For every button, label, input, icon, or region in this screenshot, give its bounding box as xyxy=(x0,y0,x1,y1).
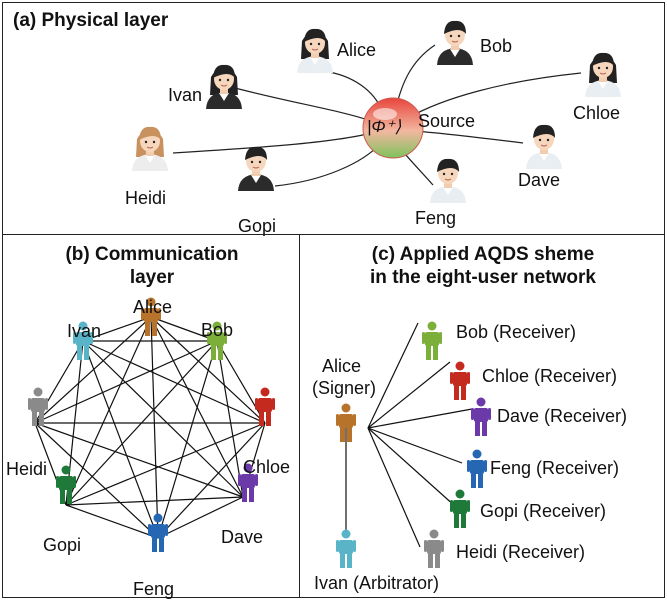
fiber-ivan xyxy=(234,87,372,122)
panel-a-title: (a) Physical layer xyxy=(13,10,169,31)
person-icon-receiver-gopi xyxy=(450,489,470,528)
communication-graph xyxy=(28,297,275,552)
person-icon-ivan xyxy=(73,321,93,360)
physical-layer-panel: (a) Physical layer |Φ⁺⟩ Source Alice Bob… xyxy=(2,2,665,236)
edge-alice-heidi xyxy=(34,316,152,424)
aqds-scheme-drawing xyxy=(336,321,491,568)
node-label-chloe: Chloe xyxy=(243,457,291,477)
avatar-heidi xyxy=(132,126,168,171)
person-icon-feng xyxy=(148,513,168,552)
edge-dave-heidi xyxy=(34,422,244,498)
source-symbol: |Φ⁺⟩ xyxy=(367,117,402,136)
signer-name: Alice xyxy=(322,356,362,376)
edge-alice-feng xyxy=(150,316,159,539)
person-icon-signer-alice xyxy=(336,403,356,442)
signer-role: (Signer) xyxy=(312,378,377,398)
receiver-label-feng: Feng (Receiver) xyxy=(490,458,620,478)
receiver-label-chloe: Chloe (Receiver) xyxy=(482,366,618,386)
panel-b-title-line1: (b) Communication xyxy=(65,244,239,265)
user-label-ivan: Ivan xyxy=(168,85,203,105)
user-label-alice: Alice xyxy=(337,40,377,60)
avatar-dave xyxy=(526,124,562,169)
edge-chloe-ivan xyxy=(82,340,266,424)
fiber-chloe xyxy=(407,72,582,119)
node-label-gopi: Gopi xyxy=(43,535,82,555)
user-label-heidi: Heidi xyxy=(125,188,167,208)
node-label-heidi: Heidi xyxy=(6,459,48,479)
edge-alice-gopi xyxy=(65,316,152,506)
edge-dave-feng xyxy=(157,496,244,539)
edge-dave-gopi xyxy=(65,496,244,506)
person-icon-receiver-dave xyxy=(471,397,491,436)
node-label-bob: Bob xyxy=(201,320,234,340)
fiber-heidi xyxy=(172,132,372,154)
panel-b-title-line2: layer xyxy=(129,267,175,288)
avatar-chloe xyxy=(585,52,621,97)
link-signer-receiver-4 xyxy=(367,427,463,464)
link-signer-receiver-3 xyxy=(367,408,473,429)
edge-dave-ivan xyxy=(82,340,244,498)
person-icon-receiver-bob xyxy=(422,321,442,360)
avatar-feng xyxy=(430,158,466,203)
edge-feng-ivan xyxy=(82,340,159,539)
receiver-label-dave: Dave (Receiver) xyxy=(497,406,628,426)
source-label: Source xyxy=(418,111,476,131)
link-signer-receiver-5 xyxy=(367,427,457,508)
edge-chloe-feng xyxy=(157,422,266,539)
link-signer-receiver-1 xyxy=(367,322,419,429)
user-label-bob: Bob xyxy=(480,36,513,56)
arbitrator-label: Ivan (Arbitrator) xyxy=(314,573,440,593)
person-icon-receiver-chloe xyxy=(450,361,470,400)
edge-feng-heidi xyxy=(34,422,159,539)
physical-layer-drawing xyxy=(132,20,621,203)
user-label-chloe: Chloe xyxy=(573,103,621,123)
entanglement-source xyxy=(362,97,424,159)
user-label-gopi: Gopi xyxy=(238,216,277,236)
person-icon-heidi xyxy=(28,387,48,426)
fiber-dave xyxy=(412,130,524,144)
node-label-feng: Feng xyxy=(133,579,175,599)
person-icon-bob xyxy=(207,321,227,360)
receiver-label-gopi: Gopi (Receiver) xyxy=(480,501,607,521)
edge-feng-gopi xyxy=(65,504,159,539)
person-icon-gopi xyxy=(56,465,76,504)
person-icon-dave xyxy=(238,463,258,502)
fiber-lines xyxy=(172,44,582,187)
aqds-scheme-panel: (c) Applied AQDS sheme in the eight-user… xyxy=(299,234,665,598)
edge-bob-feng xyxy=(157,340,218,539)
node-label-alice: Alice xyxy=(133,297,173,317)
avatar-gopi xyxy=(238,146,274,191)
receiver-label-bob: Bob (Receiver) xyxy=(456,322,577,342)
person-icon-receiver-heidi xyxy=(424,529,444,568)
person-icon-receiver-feng xyxy=(467,449,487,488)
person-icon-chloe xyxy=(255,387,275,426)
avatar-bob xyxy=(437,20,473,65)
avatar-ivan xyxy=(206,64,242,109)
receiver-label-heidi: Heidi (Receiver) xyxy=(456,542,586,562)
panel-c-title-line1: (c) Applied AQDS sheme xyxy=(371,244,595,265)
edge-alice-ivan xyxy=(82,316,152,342)
panel-c-title-line2: in the eight-user network xyxy=(370,267,596,288)
link-signer-receiver-2 xyxy=(367,361,451,429)
edge-chloe-gopi xyxy=(65,422,266,506)
node-label-ivan: Ivan xyxy=(67,321,102,341)
person-icon-arbitrator-ivan xyxy=(336,529,356,568)
fiber-gopi xyxy=(274,142,382,187)
node-label-dave: Dave xyxy=(221,527,264,547)
edge-bob-dave xyxy=(216,340,244,498)
edge-bob-heidi xyxy=(34,340,218,424)
person-icon-alice xyxy=(141,297,161,336)
link-signer-receiver-6 xyxy=(367,427,421,548)
edge-alice-bob xyxy=(150,316,218,342)
user-label-feng: Feng xyxy=(415,208,457,228)
avatar-alice xyxy=(297,28,333,73)
user-label-dave: Dave xyxy=(518,170,561,190)
communication-layer-panel: (b) Communication layer Alice Bob Chloe … xyxy=(2,234,300,599)
